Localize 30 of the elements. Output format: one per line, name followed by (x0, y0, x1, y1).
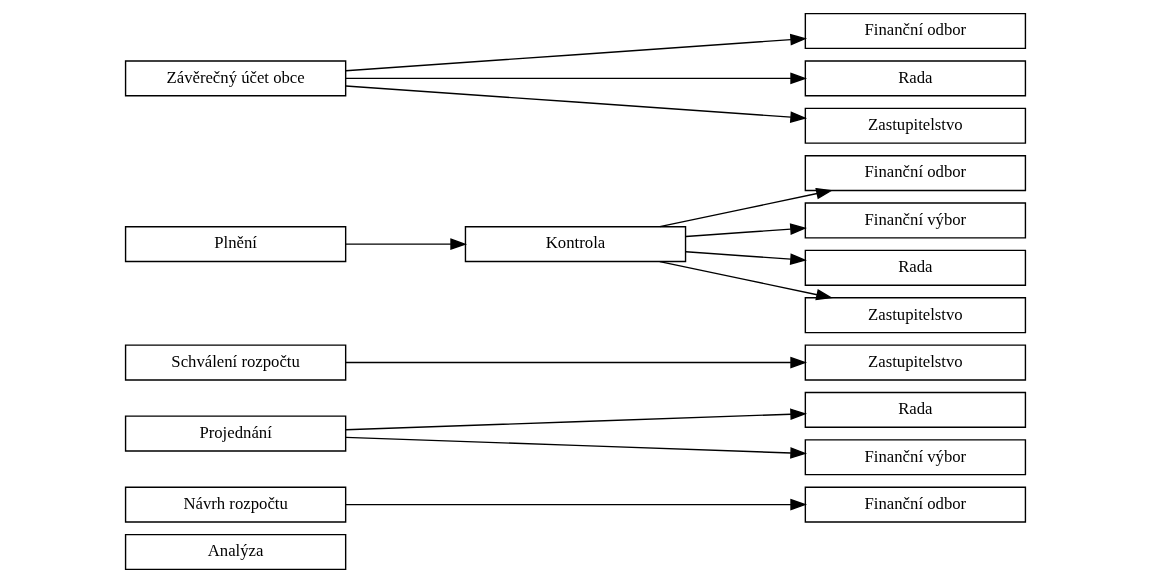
arrow (345, 238, 468, 250)
arrow (345, 498, 808, 511)
arrow (659, 187, 833, 228)
node-box: Zastupitelstvo (804, 344, 1027, 381)
node-box: Závěrečný účet obce (124, 60, 347, 97)
node-box: Rada (804, 391, 1027, 428)
node-box: Finanční výbor (804, 202, 1027, 239)
arrow (685, 223, 807, 238)
node-box: Finanční výbor (804, 439, 1027, 476)
arrow (685, 251, 807, 265)
node-box: Návrh rozpočtu (124, 486, 347, 523)
node-box: Kontrola (464, 226, 687, 263)
node-box: Finanční odbor (804, 155, 1027, 192)
node-box: Rada (804, 249, 1027, 286)
arrow (345, 72, 808, 85)
node-box: Zastupitelstvo (804, 297, 1027, 334)
node-box: Projednání (124, 415, 347, 452)
arrow (345, 436, 808, 459)
node-box: Finanční odbor (804, 12, 1027, 50)
node-box: Rada (804, 60, 1027, 97)
node-box: Analýza (124, 533, 347, 571)
node-box: Schválení rozpočtu (124, 344, 347, 381)
arrow (345, 85, 808, 123)
arrow (345, 408, 808, 431)
node-box: Zastupitelstvo (804, 107, 1027, 144)
arrow (659, 260, 833, 301)
arrow (345, 33, 808, 72)
node-box: Plnění (124, 226, 347, 263)
arrow (345, 356, 808, 369)
node-box: Finanční odbor (804, 486, 1027, 523)
